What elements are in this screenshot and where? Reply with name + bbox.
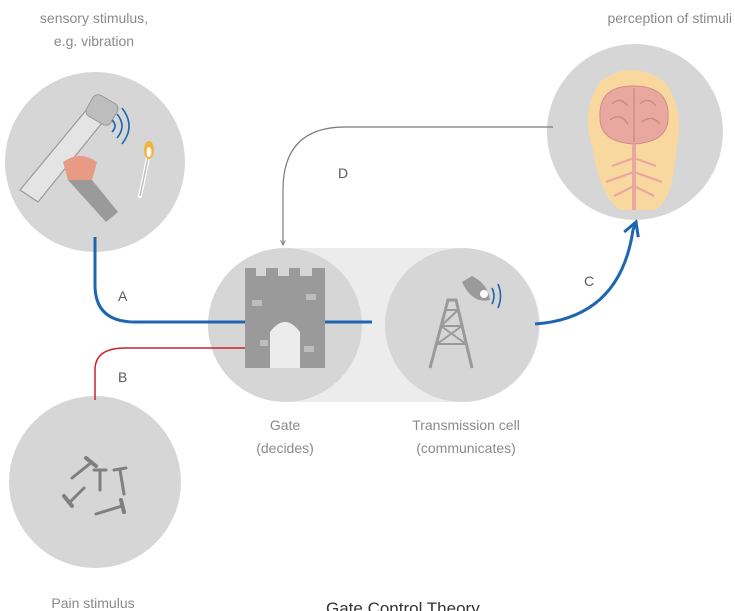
transmission-tower-icon (428, 276, 502, 369)
connector-a-line (93, 237, 365, 324)
pain-circle (9, 396, 181, 568)
vibration-device-icon (19, 94, 154, 222)
connector-a-label: A (118, 288, 128, 304)
castle-gate-icon (245, 268, 325, 368)
gate-label-line2: (decides) (256, 440, 314, 456)
connector-b-label: B (118, 369, 127, 385)
sensory-label-line1: sensory stimulus, (40, 10, 148, 26)
connector-c-line (534, 222, 636, 326)
nails-icon (62, 456, 128, 516)
sensory-label-line2: e.g. vibration (54, 33, 134, 49)
transmission-label-line1: Transmission cell (412, 417, 520, 433)
pain-label: Pain stimulus (51, 595, 134, 611)
connector-b-line (94, 347, 310, 400)
brain-nervous-system-icon (587, 70, 680, 210)
perception-label: perception of stimuli (607, 10, 732, 26)
connector-d-label: D (338, 165, 348, 181)
footer-title: Gate Control Theory (326, 599, 480, 611)
gate-label-line1: Gate (270, 417, 301, 433)
transmission-label-line2: (communicates) (416, 440, 516, 456)
connector-d-line (280, 126, 553, 247)
connector-c-label: C (584, 273, 594, 289)
